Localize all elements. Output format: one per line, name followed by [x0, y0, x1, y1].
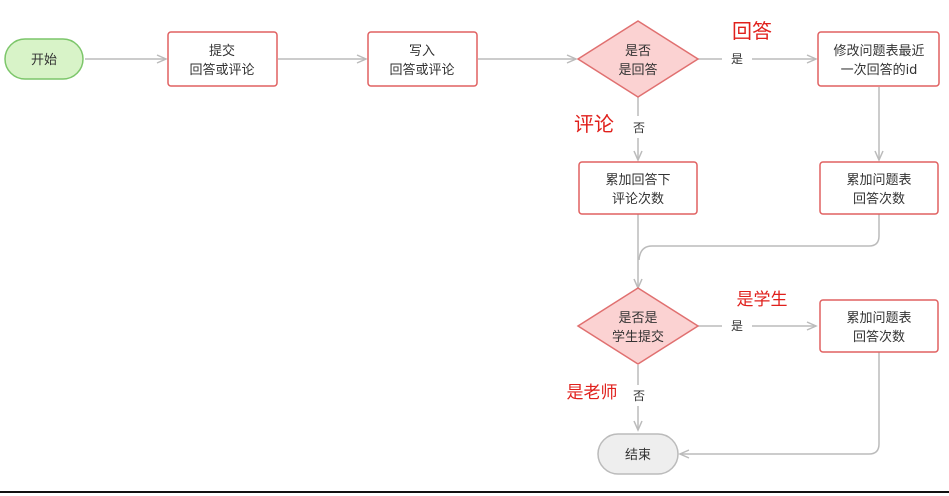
acc-reply-line2: 评论次数 — [612, 191, 664, 207]
start-node-label: 开始 — [31, 53, 57, 68]
is-answer-line1: 是否 — [625, 44, 651, 59]
end-node-label: 结束 — [625, 448, 651, 463]
edge-acc-answer-to-merge — [638, 214, 880, 261]
submit-node-line2: 回答或评论 — [189, 62, 254, 78]
write-node-line1: 写入 — [409, 44, 435, 59]
annotation-student: 是学生 — [737, 290, 788, 310]
edge-acc-answer2-to-end — [678, 352, 880, 459]
end-node[interactable]: 结束 — [597, 433, 679, 475]
modify-node-line2: 一次回答的id — [841, 62, 918, 78]
submit-node[interactable]: 提交 回答或评论 — [167, 31, 278, 87]
write-node[interactable]: 写入 回答或评论 — [367, 31, 478, 87]
acc-answer-1-line1: 累加问题表 — [846, 173, 911, 188]
annotation-teacher: 是老师 — [567, 383, 618, 403]
modify-node[interactable]: 修改问题表最近 一次回答的id — [817, 31, 940, 87]
acc-reply-node[interactable]: 累加回答下 评论次数 — [578, 161, 698, 215]
is-answer-decision[interactable]: 是否 是回答 — [576, 20, 700, 98]
bottom-border-line — [0, 491, 949, 493]
annotation-answer: 回答 — [732, 19, 772, 43]
acc-reply-line1: 累加回答下 — [605, 172, 670, 188]
start-node[interactable]: 开始 — [4, 38, 84, 80]
modify-node-line1: 修改问题表最近 — [833, 44, 924, 59]
edge-label-student-yes: 是 — [731, 319, 743, 333]
acc-answer-2-line1: 累加问题表 — [846, 311, 911, 326]
annotation-comment: 评论 — [574, 112, 614, 136]
acc-answer-1-line2: 回答次数 — [853, 191, 905, 207]
is-student-line1: 是否是 — [618, 311, 657, 326]
edge-label-student-no: 否 — [633, 389, 645, 403]
is-answer-line2: 是回答 — [618, 62, 657, 78]
acc-answer-2-line2: 回答次数 — [853, 329, 905, 345]
acc-answer-node-2[interactable]: 累加问题表 回答次数 — [819, 299, 939, 353]
edges — [85, 54, 884, 459]
submit-node-line1: 提交 — [209, 43, 235, 59]
acc-answer-node-1[interactable]: 累加问题表 回答次数 — [819, 161, 939, 215]
is-student-decision[interactable]: 是否是 学生提交 — [576, 287, 700, 365]
write-node-line2: 回答或评论 — [389, 62, 454, 78]
is-student-line2: 学生提交 — [612, 329, 664, 345]
edge-label-answer-no: 否 — [633, 121, 645, 135]
edge-label-answer-yes: 是 — [731, 52, 743, 66]
